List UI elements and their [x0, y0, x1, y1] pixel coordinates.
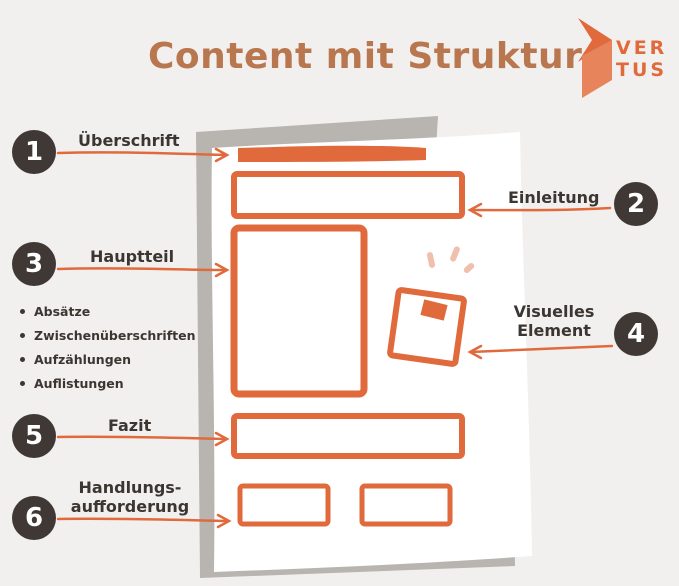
label-call-to-action: Handlungs- aufforderung	[64, 478, 196, 516]
logo-text-line2: TUS	[616, 59, 668, 81]
bullet-text: Aufzählungen	[34, 352, 132, 367]
label-headline: Überschrift	[78, 131, 180, 150]
label-cta-line2: aufforderung	[70, 497, 190, 516]
intro-box	[231, 171, 465, 219]
conclusion-box	[231, 413, 465, 459]
main-body-bullet-list: Absätze Zwischenüberschriften Aufzählung…	[20, 302, 196, 398]
sparkle-marks	[426, 246, 475, 274]
step-badge-3: 3	[12, 242, 56, 286]
step-badge-5: 5	[12, 414, 56, 458]
list-item: Auflistungen	[20, 374, 196, 398]
bullet-text: Zwischenüberschriften	[34, 328, 196, 343]
cta-box-left	[237, 483, 331, 527]
label-intro: Einleitung	[508, 188, 600, 207]
bullet-text: Absätze	[34, 304, 91, 319]
headline-bar	[238, 145, 426, 162]
main-body-box	[230, 224, 368, 398]
bullet-dot-icon	[20, 381, 25, 386]
step-badge-4: 4	[614, 312, 658, 356]
label-visual-element: Visuelles Element	[510, 302, 598, 340]
arrows	[56, 147, 614, 529]
logo-text-line1: VER	[616, 37, 668, 59]
bullet-dot-icon	[20, 333, 25, 338]
label-cta-line1: Handlungs-	[78, 478, 182, 497]
label-main-body: Hauptteil	[90, 247, 175, 266]
step-badge-2: 2	[614, 182, 658, 226]
page-title: Content mit Struktur	[148, 36, 583, 77]
label-conclusion: Fazit	[108, 416, 152, 435]
bullet-text: Auflistungen	[34, 376, 124, 391]
step-badge-1: 1	[12, 130, 56, 174]
bullet-dot-icon	[20, 309, 25, 314]
list-item: Zwischenüberschriften	[20, 326, 196, 350]
list-item: Absätze	[20, 302, 196, 326]
vertus-logo-icon	[578, 18, 612, 98]
label-visual-line1: Visuelles	[513, 302, 595, 321]
paper-sheet	[211, 132, 532, 572]
step-badge-6: 6	[12, 496, 56, 540]
cta-box-right	[359, 483, 453, 527]
bullet-dot-icon	[20, 357, 25, 362]
list-item: Aufzählungen	[20, 350, 196, 374]
label-visual-line2: Element	[517, 321, 591, 340]
visual-element-box	[387, 287, 467, 367]
